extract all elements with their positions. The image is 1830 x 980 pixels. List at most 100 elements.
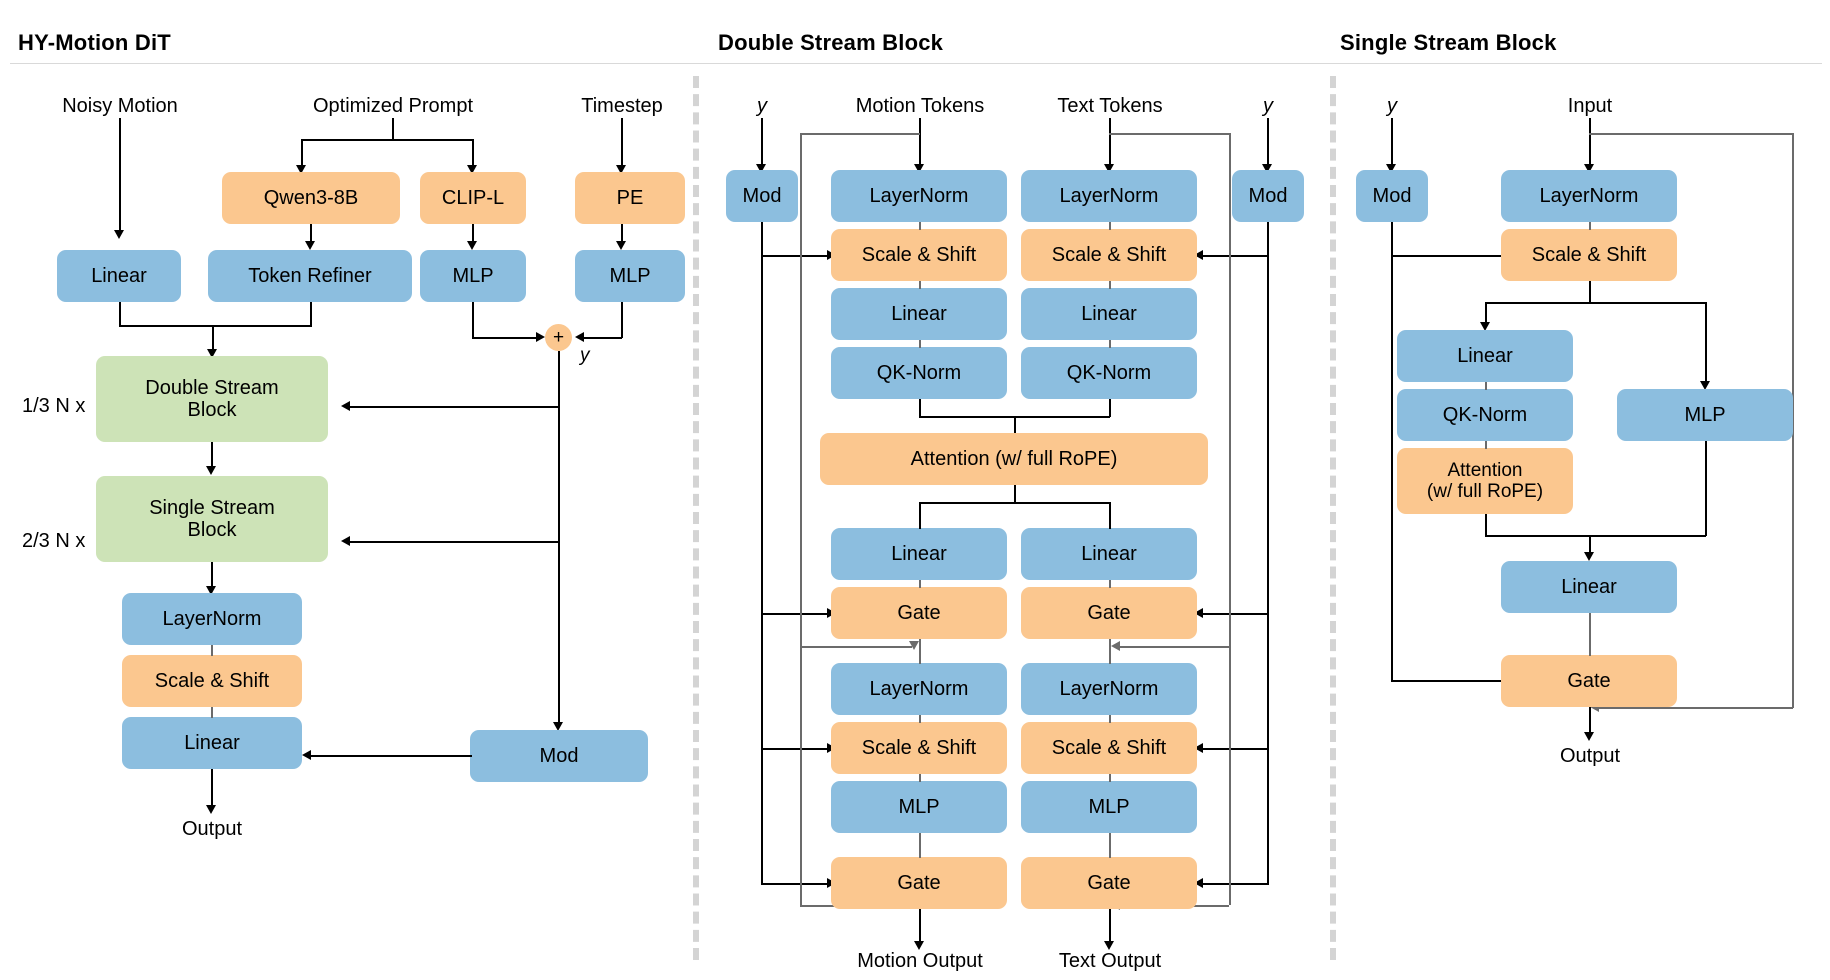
box-linear-out-single[interactable]: Linear — [1501, 561, 1677, 613]
box-qwen3-8b[interactable]: Qwen3-8B — [222, 172, 400, 224]
box-double-text-7[interactable]: Scale & Shift — [1021, 722, 1197, 774]
box-linear-out[interactable]: Linear — [122, 717, 302, 769]
link-text-5-6 — [1109, 639, 1111, 664]
box-linear-attn-single[interactable]: Linear — [1397, 330, 1573, 382]
arrowhead-single-layernorm — [206, 586, 216, 595]
link-text-0-1 — [1109, 222, 1111, 230]
box-double-motion-3[interactable]: QK-Norm — [831, 347, 1007, 399]
label-multiplier-single: 2/3 N x — [22, 530, 85, 553]
conn-y-mod-single — [1391, 118, 1393, 166]
conn-modleft-gate1 — [761, 613, 829, 615]
box-scale-shift-single[interactable]: Scale & Shift — [1501, 229, 1677, 281]
conn-merge-down — [212, 325, 214, 351]
arrowhead-modright-scaleshift2 — [1194, 743, 1203, 753]
link-single-ln-ss — [1589, 222, 1591, 230]
arrowhead-qwen-refiner — [305, 241, 315, 250]
label-output-single: Output — [1559, 745, 1621, 767]
box-mod-double-right[interactable]: Mod — [1232, 170, 1304, 222]
box-double-motion-8[interactable]: MLP — [831, 781, 1007, 833]
label-motion-output: Motion Output — [857, 950, 983, 972]
conn-attn-down-single — [1485, 514, 1487, 536]
box-double-motion-4[interactable]: Linear — [831, 528, 1007, 580]
box-double-stream-block[interactable]: Double Stream Block — [96, 356, 328, 442]
box-mlp-pe[interactable]: MLP — [575, 250, 685, 302]
residual-tap-motion — [800, 133, 920, 135]
conn-text-output — [1109, 909, 1111, 944]
arrowhead-texttokens-layernorm — [1104, 164, 1114, 173]
box-double-text-3[interactable]: QK-Norm — [1021, 347, 1197, 399]
box-mod-double-left[interactable]: Mod — [726, 170, 798, 222]
link-text-2-3 — [1109, 340, 1111, 348]
box-qk-norm-single[interactable]: QK-Norm — [1397, 389, 1573, 441]
arrowhead-mlppe-plus — [575, 332, 584, 342]
box-single-stream-block[interactable]: Single Stream Block — [96, 476, 328, 562]
arrowhead-ss-linear-single — [1480, 322, 1490, 331]
panel-title-single-stream-block: Single Stream Block — [1340, 30, 1557, 55]
conn-attention-down — [1014, 485, 1016, 503]
conn-noisymotion-linear — [119, 118, 121, 232]
box-double-text-9[interactable]: Gate — [1021, 857, 1197, 909]
conn-clip-mlp — [472, 224, 474, 244]
box-double-motion-7[interactable]: Scale & Shift — [831, 722, 1007, 774]
arrowhead-y-mod — [553, 722, 563, 731]
box-double-motion-1[interactable]: Scale & Shift — [831, 229, 1007, 281]
conn-linear-output — [211, 769, 213, 808]
link-text-6-7 — [1109, 715, 1111, 723]
box-mlp-single[interactable]: MLP — [1617, 389, 1793, 441]
conn-refiner-down — [310, 302, 312, 326]
arrowhead-timestep-pe — [616, 165, 626, 174]
arrowhead-text-output — [1104, 941, 1114, 950]
box-attention-single[interactable]: Attention (w/ full RoPE) — [1397, 448, 1573, 514]
box-double-text-0[interactable]: LayerNorm — [1021, 170, 1197, 222]
conn-modleft-bus — [761, 222, 763, 885]
box-layernorm-single[interactable]: LayerNorm — [1501, 170, 1677, 222]
box-double-text-8[interactable]: MLP — [1021, 781, 1197, 833]
arrowhead-residual-single — [1590, 702, 1599, 712]
conn-pe-mlp — [621, 224, 623, 244]
box-double-motion-9[interactable]: Gate — [831, 857, 1007, 909]
box-double-motion-6[interactable]: LayerNorm — [831, 663, 1007, 715]
box-double-text-4[interactable]: Linear — [1021, 528, 1197, 580]
conn-y-single — [346, 541, 559, 543]
label-y-double-left: y — [757, 95, 767, 117]
link-motion-8-9 — [919, 833, 921, 858]
box-double-text-5[interactable]: Gate — [1021, 587, 1197, 639]
arrowhead-modright-gate1 — [1194, 608, 1203, 618]
box-double-text-6[interactable]: LayerNorm — [1021, 663, 1197, 715]
box-token-refiner[interactable]: Token Refiner — [208, 250, 412, 302]
conn-y-double — [346, 406, 559, 408]
conn-double-single — [211, 442, 213, 469]
box-clip-l[interactable]: CLIP-L — [420, 172, 526, 224]
box-layernorm-out[interactable]: LayerNorm — [122, 593, 302, 645]
label-text-output: Text Output — [1058, 950, 1162, 972]
box-gate-single[interactable]: Gate — [1501, 655, 1677, 707]
arrowhead-residual-text-1 — [1111, 641, 1120, 651]
box-pe[interactable]: PE — [575, 172, 685, 224]
box-double-text-2[interactable]: Linear — [1021, 288, 1197, 340]
conn-merge-linear-single — [1589, 535, 1591, 555]
arrowhead-mlpclip-plus — [536, 332, 545, 342]
box-double-motion-5[interactable]: Gate — [831, 587, 1007, 639]
box-linear-input[interactable]: Linear — [57, 250, 181, 302]
conn-ss-split-bus-single — [1485, 302, 1706, 304]
conn-modright-gate2 — [1199, 883, 1267, 885]
plus-node: + — [545, 324, 572, 351]
conn-prompt-clip — [472, 139, 474, 167]
box-double-motion-0[interactable]: LayerNorm — [831, 170, 1007, 222]
conn-qk-attention — [1014, 416, 1016, 433]
conn-y-modright — [1267, 118, 1269, 166]
conn-mlp-down-single — [1705, 441, 1707, 536]
residual-tap-single — [1589, 133, 1794, 135]
box-scale-shift-out[interactable]: Scale & Shift — [122, 655, 302, 707]
box-attention-double[interactable]: Attention (w/ full RoPE) — [820, 433, 1208, 485]
label-y-dit: y — [580, 345, 590, 366]
box-mod-dit[interactable]: Mod — [470, 730, 648, 782]
box-double-motion-2[interactable]: Linear — [831, 288, 1007, 340]
box-mlp-clip[interactable]: MLP — [420, 250, 526, 302]
conn-qk-text-down — [1109, 399, 1111, 417]
conn-gate-output-single — [1589, 707, 1591, 735]
arrowhead-clip-mlp — [467, 241, 477, 250]
box-mod-single[interactable]: Mod — [1356, 170, 1428, 222]
arrowhead-motion-output — [914, 941, 924, 950]
box-double-text-1[interactable]: Scale & Shift — [1021, 229, 1197, 281]
